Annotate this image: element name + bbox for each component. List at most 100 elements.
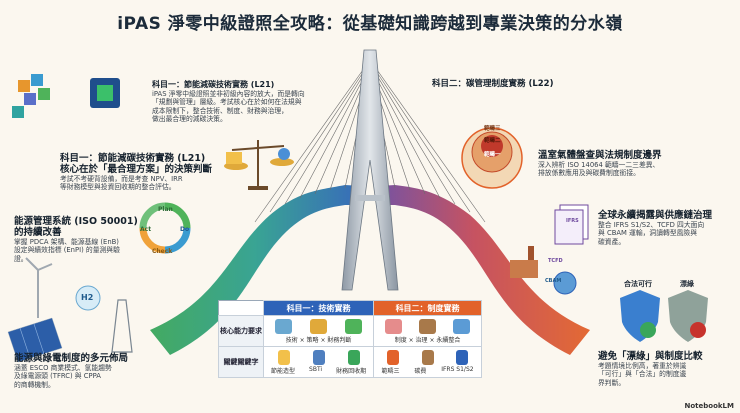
calculator-icon <box>345 319 363 334</box>
legal-feasible-label: 合法可行 <box>624 280 652 288</box>
left-section-4-line: 及綠電源頭 (TFRC) 與 CPPA <box>14 372 101 381</box>
scope-icon <box>387 350 400 365</box>
keyword: SBTi <box>309 366 323 373</box>
globe-icon <box>453 319 471 334</box>
table-cell-core-2: 制度 × 治理 × 永續整合 <box>373 315 482 347</box>
right-section-2-line: 排放係數應用及與碳費制度銜接。 <box>538 169 640 178</box>
table-corner <box>218 300 264 316</box>
left-section-2-subheading: 核心在於「最合理方案」的決策判斷 <box>60 164 213 175</box>
scope-3-label: 範疇三 <box>484 126 501 132</box>
right-section-3: 全球永續揭露與供應鏈治理 整合 IFRS S1/S2、TCFD 四大面向 與 C… <box>598 210 736 246</box>
keyword: 碳費 <box>414 368 427 375</box>
left-section-1-line: 做出最合理的減碳決策。 <box>152 115 227 124</box>
right-section-4-line: 「可行」與「合法」的制度邊 <box>598 370 687 379</box>
pdca-check-label: Check <box>152 248 173 255</box>
table-cell-core-1: 技術 × 策略 × 財務判斷 <box>262 315 375 347</box>
left-section-1-heading: 科目一：節能減碳技術實務 (L21) <box>152 80 275 89</box>
right-section-3-heading: 全球永續揭露與供應鏈治理 <box>598 210 713 221</box>
balance-scale-icon <box>224 140 294 190</box>
gavel-icon <box>421 350 434 365</box>
keyword: IFRS S1/S2 <box>441 366 474 373</box>
left-section-2-heading: 科目一：節能減碳技術實務 (L21) <box>60 153 206 164</box>
wind-turbine-icon <box>25 257 53 318</box>
left-section-3: 能源管理系統 (ISO 50001) 的持續改善 掌握 PDCA 架構、能源基線… <box>14 216 144 263</box>
table-cell-keywords-2-row: 範疇三 碳費 IFRS S1/S2 <box>374 366 481 377</box>
keyword: 節能造型 <box>271 368 296 375</box>
right-section-4: 避免「漂綠」與制度比較 考題情境比例高，著重於辨識 「可行」與「合法」的制度邊 … <box>598 351 736 387</box>
left-section-3-subheading: 的持續改善 <box>14 227 62 238</box>
left-section-1-line: iPAS 淨零中級證照並非初級內容的放大，而是轉向 <box>152 90 305 98</box>
solar-panel-icon <box>7 317 63 363</box>
table-row-head-keywords: 關鍵關鍵字 <box>218 346 264 378</box>
right-section-3-line: 碳資產。 <box>598 237 626 246</box>
chip-icon <box>90 78 120 108</box>
greenwash-label: 漂綠 <box>680 280 694 288</box>
table-header-subject-2: 科目二：制度實務 <box>373 300 482 316</box>
left-path <box>150 185 362 355</box>
left-section-3-line: 掌握 PDCA 架構、能源基線 (EnB) <box>14 238 119 246</box>
keyword: 範疇三 <box>381 368 400 375</box>
pdca-do-label: Do <box>180 226 190 233</box>
right-section-1-heading: 科目二：碳管理制度實務 (L22) <box>432 79 554 89</box>
right-section-1: 科目二：碳管理制度實務 (L22) <box>432 79 622 90</box>
cube-blocks-icon <box>12 74 50 118</box>
bar-chart-icon <box>312 350 325 365</box>
greenwash-shield-icon <box>668 290 708 342</box>
table-cell-keywords-1: 節能造型 SBTi 財務回收期 <box>262 346 375 378</box>
left-section-3-line: 設定與績效指標 (EnPI) 的量測與驗 <box>14 246 120 255</box>
cbam-badge: CBAM <box>545 278 562 284</box>
right-section-4-line: 界判斷。 <box>598 378 626 387</box>
right-section-3-line: 與 CBAM 運輸，洞讀轉型風險與 <box>598 229 698 238</box>
globe-icon <box>553 271 577 295</box>
table-cell-keywords-2: 範疇三 碳費 IFRS S1/S2 <box>373 346 482 378</box>
left-section-1-line: 成本限制下，整合技術、制度、財務與治理， <box>152 106 288 115</box>
table-cell-core-2-text: 制度 × 治理 × 永續整合 <box>394 337 461 344</box>
right-section-2: 溫室氣體盤查與法規制度邊界 深入辨析 ISO 14064 範疇一二三差異、 排放… <box>538 150 733 178</box>
table-header-subject-1: 科目一：技術實務 <box>262 300 375 316</box>
right-section-3-line: 整合 IFRS S1/S2、TCFD 四大面向 <box>598 221 705 229</box>
grid-tower-icon <box>111 299 133 353</box>
factory-icon <box>510 246 538 278</box>
scope-2-label: 範疇二 <box>484 138 501 144</box>
pdca-plan-label: Plan <box>158 206 173 213</box>
hydrogen-bubble-icon <box>75 285 101 311</box>
left-section-3-heading: 能源管理系統 (ISO 50001) <box>14 216 138 227</box>
keyword: 財務回收期 <box>336 368 367 375</box>
tcfd-badge: TCFD <box>548 258 563 264</box>
left-section-2-line: 等財務模型與投資回收期的整合評估。 <box>60 183 176 192</box>
verified-shield-icon <box>620 290 660 342</box>
left-section-2-line: 考試不考硬背設備，而是考查 NPV、IRR <box>60 175 183 183</box>
pdca-cycle-icon <box>139 202 191 254</box>
left-section-3-line: 證。 <box>14 254 28 263</box>
bridge-tower <box>341 49 399 291</box>
left-section-4: 能源與綠電制度的多元佈局 涵蓋 ESCO 商業模式、氫能趨勢 及綠電源頭 (TF… <box>14 353 164 389</box>
right-section-2-line: 深入辨析 ISO 14064 範疇一二三差異、 <box>538 161 660 169</box>
left-section-1-line: 「規劃與管理」層級。考試核心在於如何在法規與 <box>152 98 302 107</box>
notebooklm-brand: NotebookLM <box>684 402 734 410</box>
table-row-head-core: 核心能力要求 <box>218 315 264 347</box>
table-cell-core-1-text: 技術 × 策略 × 財務判斷 <box>285 337 352 344</box>
ifrs-badge: IFRS <box>566 218 579 224</box>
comparison-table: 科目一：技術實務 科目二：制度實務 核心能力要求 技術 × 策略 × 財務判斷 … <box>218 300 482 378</box>
right-section-4-line: 考題情境比例高，著重於辨識 <box>598 362 687 370</box>
right-path <box>378 185 590 355</box>
lightbulb-icon <box>277 350 290 365</box>
left-section-4-line: 涵蓋 ESCO 商業模式、氫能趨勢 <box>14 364 112 372</box>
brain-icon <box>384 319 402 334</box>
left-section-4-line: 的商轉機制。 <box>14 380 55 389</box>
left-section-4-heading: 能源與綠電制度的多元佈局 <box>14 353 129 364</box>
scope-circles-icon <box>461 127 523 189</box>
gear-icon <box>275 319 293 334</box>
right-section-4-heading: 避免「漂綠」與制度比較 <box>598 351 703 362</box>
scope-1-label: 範疇一 <box>484 152 501 158</box>
left-section-1: 科目一：節能減碳技術實務 (L21) iPAS 淨零中級證照並非初級內容的放大，… <box>152 79 344 124</box>
gavel-icon <box>419 319 437 334</box>
pdca-act-label: Act <box>140 226 152 233</box>
money-icon <box>347 350 360 365</box>
target-icon <box>310 319 328 334</box>
table-cell-keywords-1-row: 節能造型 SBTi 財務回收期 <box>264 366 373 377</box>
left-section-2: 科目一：節能減碳技術實務 (L21) 核心在於「最合理方案」的決策判斷 考試不考… <box>60 153 230 192</box>
globe-icon <box>455 350 468 365</box>
page-title: iPAS 淨零中級證照全攻略：從基礎知識跨越到專業決策的分水嶺 <box>117 14 623 34</box>
